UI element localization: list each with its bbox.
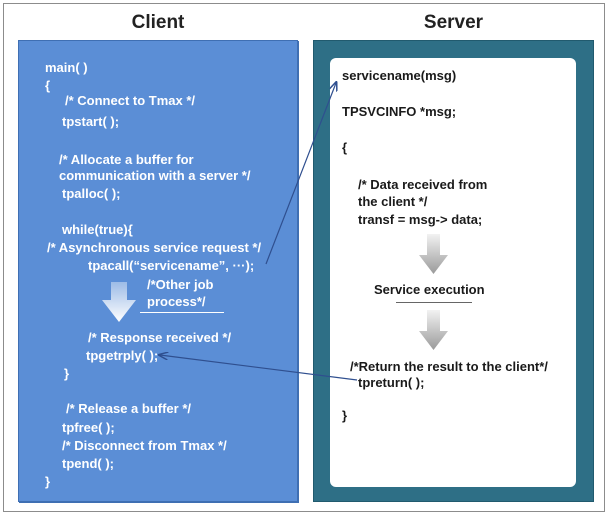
server-flow-arrow-2-icon <box>419 310 448 350</box>
call-tpend: tpend( ); <box>62 456 114 471</box>
server-code-box <box>330 58 576 487</box>
client-flow-arrow-icon <box>102 282 136 322</box>
comment-other-2: process*/ <box>147 294 206 309</box>
server-flow-arrow-1-icon <box>419 234 448 274</box>
comment-data-1: /* Data received from <box>358 177 488 192</box>
client-open-brace: { <box>45 78 51 93</box>
comment-return: /*Return the result to the client*/ <box>350 359 548 374</box>
execution-underline <box>396 302 472 303</box>
call-tpacall: tpacall(“servicename”, ···); <box>88 258 255 273</box>
client-main: main( ) <box>45 60 88 75</box>
client-while: while(true){ <box>62 222 133 237</box>
server-servicename: servicename(msg) <box>342 68 457 83</box>
comment-data-2: the client */ <box>358 194 428 209</box>
comment-alloc-1: /* Allocate a buffer for <box>59 152 194 167</box>
server-transf: transf = msg-> data; <box>358 212 483 227</box>
client-panel <box>18 40 298 502</box>
call-tpalloc: tpalloc( ); <box>62 186 121 201</box>
comment-async: /* Asynchronous service request */ <box>47 240 262 255</box>
reply-connector <box>160 355 358 381</box>
comment-alloc-2: communication with a server */ <box>59 168 251 183</box>
server-close-brace: } <box>342 408 348 423</box>
request-connector <box>265 83 336 265</box>
comment-connect: /* Connect to Tmax */ <box>65 93 196 108</box>
service-execution: Service execution <box>374 282 485 297</box>
server-open-brace: { <box>342 140 348 155</box>
server-tpreturn: tpreturn( ); <box>358 375 425 390</box>
client-close-brace: } <box>45 474 51 489</box>
server-svcinfo: TPSVCINFO *msg; <box>342 104 457 119</box>
call-tpgetrply: tpgetrply( ); <box>86 348 159 363</box>
client-title: Client <box>131 12 185 33</box>
comment-response: /* Response received */ <box>88 330 232 345</box>
comment-other-1: /*Other job <box>147 277 214 292</box>
comment-release: /* Release a buffer */ <box>66 401 191 416</box>
call-tpstart: tpstart( ); <box>62 114 120 129</box>
comment-disconnect: /* Disconnect from Tmax */ <box>62 438 227 453</box>
server-title: Server <box>423 12 484 33</box>
other-job-underline <box>140 312 224 313</box>
call-tpfree: tpfree( ); <box>62 420 115 435</box>
client-inner-close: } <box>64 366 70 381</box>
